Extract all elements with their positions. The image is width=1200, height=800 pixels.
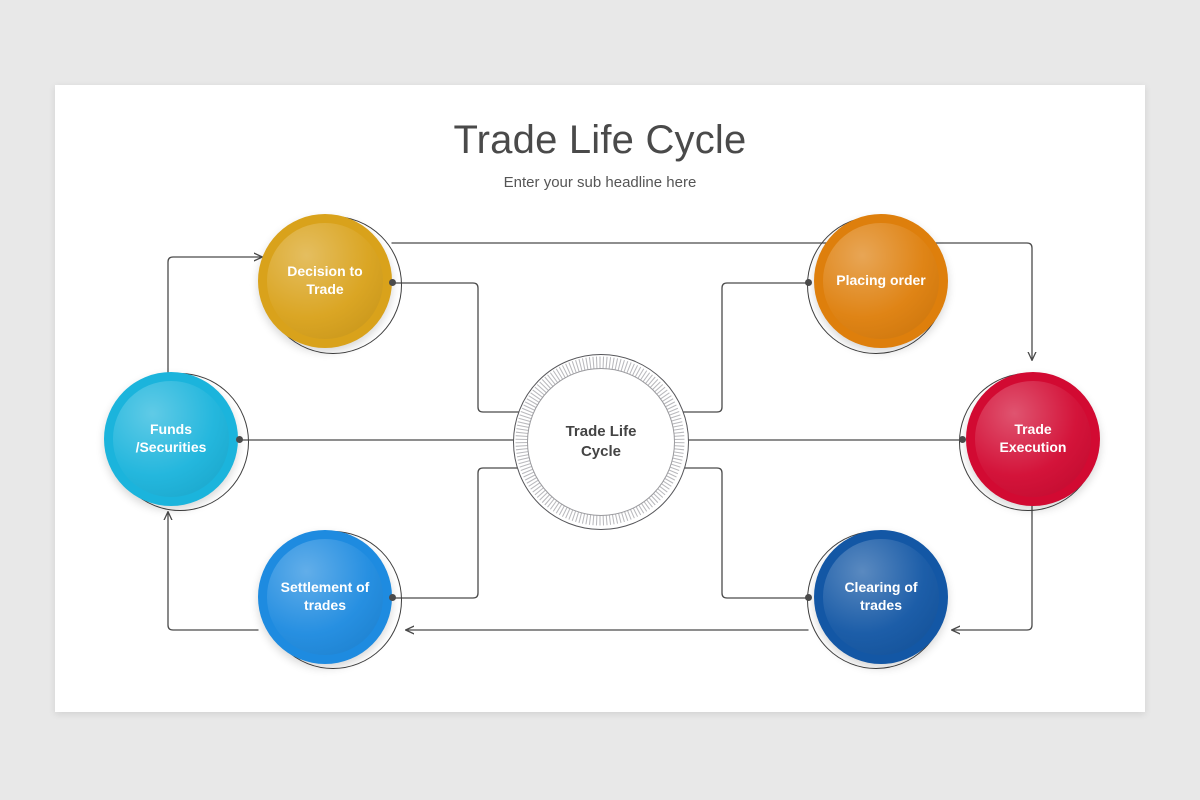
connector-dot-execution xyxy=(959,436,966,443)
wire-decision-to-hub xyxy=(392,282,520,413)
wire-funds-to-decision xyxy=(167,257,262,419)
node-funds-securities-line1: Funds xyxy=(149,421,192,438)
node-trade-execution-line2: Execution xyxy=(999,439,1067,455)
page-subtitle: Enter your sub headline here xyxy=(503,174,697,191)
wire-hub-to-clearing xyxy=(680,467,809,599)
hub-label-line1: Trade Life xyxy=(565,422,637,440)
wire-hub-to-placing xyxy=(680,282,809,413)
connector-dot-placing xyxy=(805,279,812,286)
node-settlement-of-trades[interactable]: Settlement of trades xyxy=(258,530,392,664)
connector-dot-settlement xyxy=(389,594,396,601)
connector-dot-clearing xyxy=(805,594,812,601)
node-clearing-of-trades-line1: Clearing of xyxy=(844,579,918,596)
hub-trade-life-cycle[interactable]: Trade Life Cycle xyxy=(513,354,689,530)
wire-execution-to-clearing xyxy=(952,499,1033,630)
node-decision-to-trade-line1: Decision to xyxy=(287,263,363,280)
node-clearing-of-trades-line2: trades xyxy=(859,597,903,613)
wire-decision-to-placing xyxy=(391,242,1032,360)
node-trade-execution[interactable]: Trade Execution xyxy=(966,372,1100,506)
wire-settlement-to-funds xyxy=(168,512,259,631)
node-placing-order-line1: Placing order xyxy=(836,272,926,289)
node-settlement-of-trades-line2: trades xyxy=(303,597,347,613)
node-decision-to-trade-line2: Trade xyxy=(306,281,344,297)
wire-settlement-to-hub xyxy=(392,467,520,599)
node-clearing-of-trades[interactable]: Clearing of trades xyxy=(814,530,948,664)
hub-label: Trade Life Cycle xyxy=(527,368,675,516)
hub-label-line2: Cycle xyxy=(580,443,621,460)
node-settlement-of-trades-line1: Settlement of xyxy=(280,579,370,596)
node-placing-order[interactable]: Placing order xyxy=(814,214,948,348)
connector-dot-decision xyxy=(389,279,396,286)
node-funds-securities-line2: /Securities xyxy=(135,439,207,455)
node-trade-execution-line1: Trade xyxy=(1014,421,1052,438)
page-title: Trade Life Cycle xyxy=(453,118,747,162)
connector-dot-funds xyxy=(236,436,243,443)
node-decision-to-trade[interactable]: Decision to Trade xyxy=(258,214,392,348)
node-funds-securities[interactable]: Funds /Securities xyxy=(104,372,238,506)
